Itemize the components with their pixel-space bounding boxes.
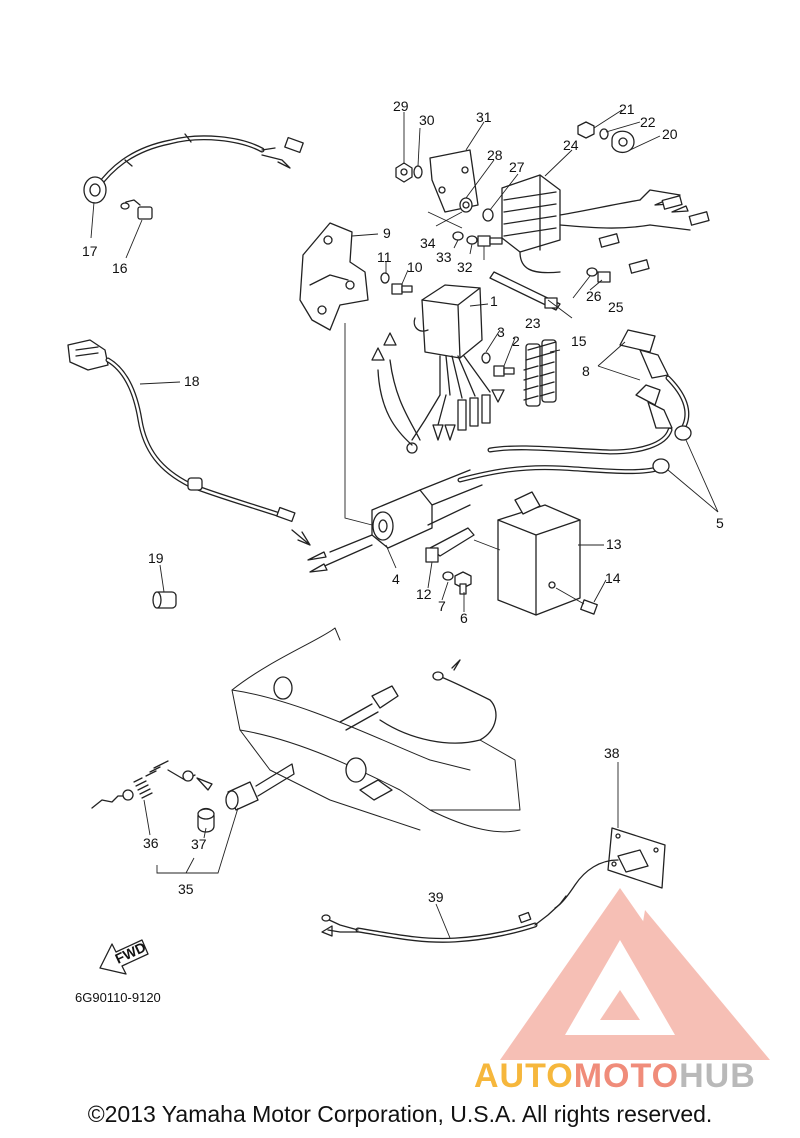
callout-28: 28 — [487, 147, 503, 163]
bolt-25 — [597, 271, 611, 283]
watermark-text-auto: AUTO — [474, 1057, 574, 1095]
fwd-arrow: FWD — [99, 939, 149, 975]
callout-39: 39 — [428, 889, 444, 905]
spring-15 — [523, 339, 557, 407]
callout-4: 4 — [392, 571, 400, 587]
cover-13 — [473, 491, 581, 616]
callout-9: 9 — [383, 225, 391, 241]
washer-26 — [586, 267, 598, 277]
clamp-20 — [611, 130, 635, 153]
callout-29: 29 — [393, 98, 409, 114]
callout-21: 21 — [619, 101, 635, 117]
part-code: 6G90110-9120 — [75, 990, 161, 1005]
callout-3: 3 — [497, 324, 505, 340]
callout-38: 38 — [604, 745, 620, 761]
copyright-notice: ©2013 Yamaha Motor Corporation, U.S.A. A… — [87, 1101, 713, 1127]
washer-22 — [599, 128, 609, 140]
washer-33 — [466, 235, 478, 245]
watermark-logo — [500, 888, 770, 1060]
collar-27 — [482, 208, 494, 222]
callout-33: 33 — [436, 249, 452, 265]
switch-35 — [225, 763, 295, 811]
callout-24: 24 — [563, 137, 579, 153]
callout-13: 13 — [606, 536, 622, 552]
callout-11: 11 — [377, 249, 392, 265]
lead-wire-5 — [457, 375, 692, 483]
watermark-text-hub: HUB — [679, 1057, 756, 1095]
callout-22: 22 — [640, 114, 656, 130]
harness-39 — [321, 895, 567, 943]
callout-37: 37 — [191, 836, 207, 852]
callout-2: 2 — [512, 333, 520, 349]
washer-30 — [413, 165, 423, 179]
collar-28 — [459, 197, 473, 213]
plug-19 — [152, 591, 177, 609]
watermark-triangle-icon — [500, 888, 770, 1060]
rectifier-24 — [501, 174, 710, 274]
plug-cap-8 — [619, 329, 673, 429]
bottom-cowling — [231, 627, 521, 833]
callout-18: 18 — [184, 373, 200, 389]
callout-19: 19 — [148, 550, 164, 566]
washer-11 — [380, 272, 390, 284]
callout-20: 20 — [662, 126, 678, 142]
bolt-6 — [454, 571, 472, 595]
watermark-text: AUTOMOTOHUB — [474, 1057, 756, 1096]
bolt-2 — [493, 365, 515, 377]
bracket-12 — [425, 527, 475, 563]
callout-32: 32 — [457, 259, 473, 275]
wire-lead — [339, 659, 497, 744]
bracket-9 — [299, 222, 369, 331]
callout-17: 17 — [82, 243, 98, 259]
callout-1: 1 — [490, 293, 498, 309]
callout-34: 34 — [420, 235, 436, 251]
bolt-21 — [577, 121, 595, 139]
callout-26: 26 — [586, 288, 602, 304]
callout-25: 25 — [608, 299, 624, 315]
watermark-text-moto: MOTO — [573, 1057, 680, 1095]
nut-29 — [395, 162, 413, 183]
washer-7 — [442, 571, 454, 581]
callout-27: 27 — [509, 159, 525, 175]
callout-14: 14 — [605, 570, 621, 586]
cable-18 — [67, 339, 311, 546]
callout-8: 8 — [582, 363, 590, 379]
callout-23: 23 — [525, 315, 541, 331]
screw-14 — [555, 587, 598, 615]
callout-6: 6 — [460, 610, 468, 626]
cdi-unit-1 — [371, 284, 505, 454]
ignition-coil-4 — [307, 323, 483, 573]
callout-10: 10 — [407, 259, 423, 275]
panel-38 — [554, 827, 666, 909]
callout-36: 36 — [143, 835, 159, 851]
callout-numbers: 29 30 31 28 27 24 21 22 20 9 11 10 34 33… — [82, 98, 724, 905]
washer-34 — [452, 231, 464, 241]
washer-3 — [481, 352, 491, 364]
leader-lines — [90, 109, 719, 939]
callout-16: 16 — [112, 260, 128, 276]
callout-15: 15 — [571, 333, 587, 349]
callout-31: 31 — [476, 109, 492, 125]
lanyard-36 — [91, 760, 213, 809]
bolt-10 — [391, 283, 413, 295]
callout-5: 5 — [716, 515, 724, 531]
cable-17 — [83, 133, 304, 204]
callout-7: 7 — [438, 598, 446, 614]
clip-37 — [197, 807, 215, 833]
callout-35: 35 — [178, 881, 194, 897]
callout-12: 12 — [416, 586, 432, 602]
sender-16 — [120, 199, 153, 220]
bolt-32 — [477, 235, 503, 247]
tie-23 — [489, 271, 561, 311]
callout-30: 30 — [419, 112, 435, 128]
